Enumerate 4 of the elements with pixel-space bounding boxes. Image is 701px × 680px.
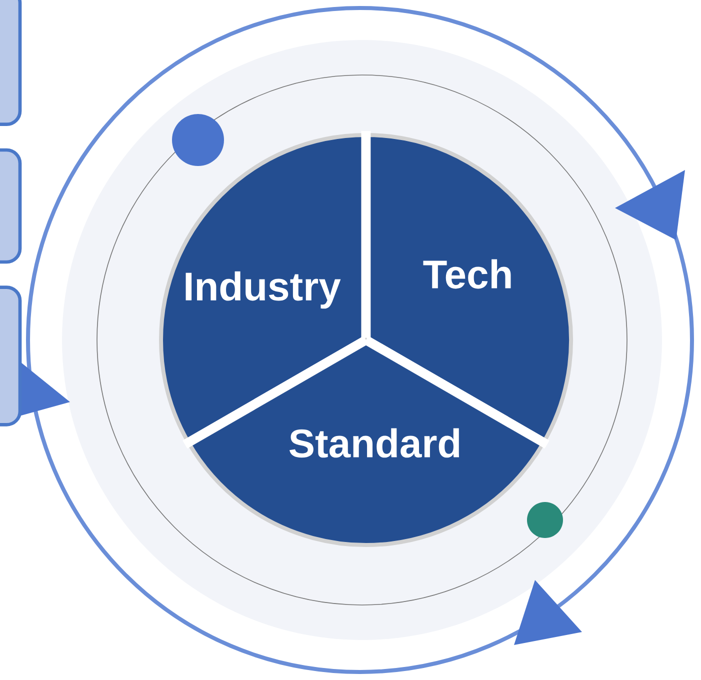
side-box [0, 148, 22, 264]
side-box [0, 0, 22, 126]
pie-sector: Standard [182, 336, 550, 548]
side-box [0, 286, 22, 426]
